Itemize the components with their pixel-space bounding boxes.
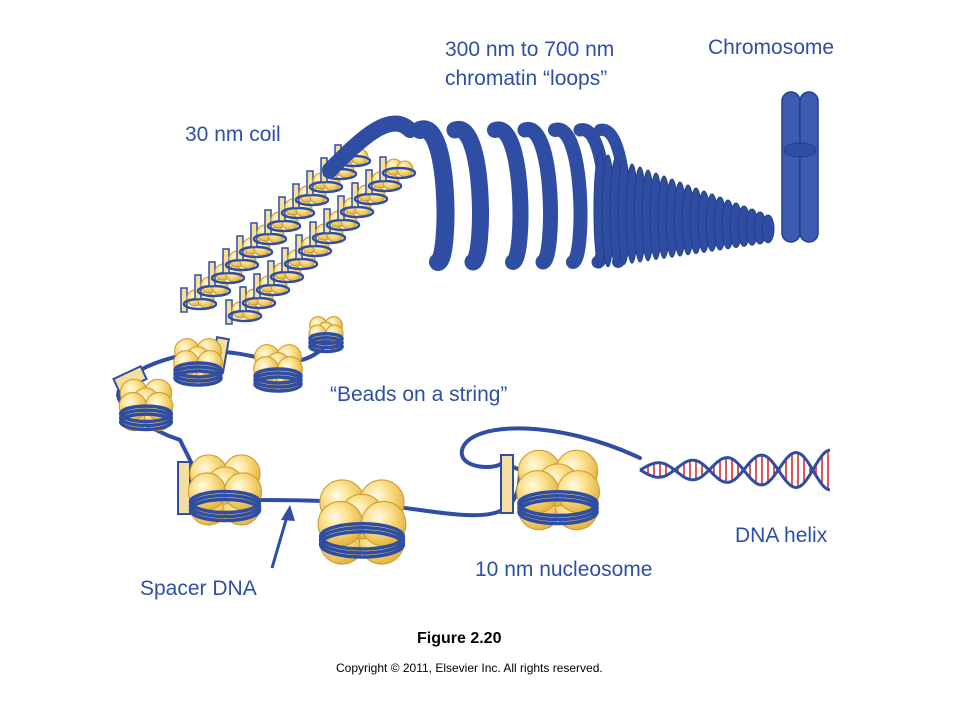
dna-wrap [318, 530, 406, 559]
nucleosome-medium [118, 378, 174, 432]
dna-wrap [118, 404, 174, 424]
chromatin-loop [517, 122, 558, 270]
chromatin-loop [411, 120, 455, 271]
coil-linker [250, 222, 258, 248]
nucleosome-medium [173, 338, 223, 387]
dna-wrap [173, 361, 223, 379]
coil-linker [379, 156, 387, 182]
nucleosome-large [317, 479, 407, 565]
arrow-shaft [270, 512, 290, 569]
loops-label-line1: 300 nm to 700 nm [445, 38, 615, 61]
loop-ring [761, 214, 775, 244]
nucleosome-label: 10 nm nucleosome [475, 558, 653, 581]
coil-linker [337, 195, 345, 221]
chromatid-left [781, 91, 801, 243]
dna-wrap [517, 497, 599, 526]
coil-linker [309, 221, 317, 247]
coil-linker [295, 234, 303, 260]
figure-caption: Figure 2.20 [417, 630, 502, 647]
coil-linker [236, 235, 244, 261]
centromere [783, 142, 817, 158]
linker-histone [177, 461, 191, 515]
coil-linker [292, 183, 300, 209]
dna-wrap [308, 331, 344, 346]
dna-wrap [253, 367, 303, 385]
dna-wrap [188, 497, 262, 523]
coil-linker [267, 260, 275, 286]
coil-label: 30 nm coil [185, 123, 281, 146]
chromosome-graphic [781, 91, 819, 243]
coil-wrap [381, 166, 417, 180]
coil-linker [208, 261, 216, 287]
dna-wrap [308, 335, 344, 350]
nucleosome-beads [112, 316, 600, 565]
dna-wrap [253, 371, 303, 389]
helix-strand-a [639, 448, 831, 490]
coil-30nm-region [180, 144, 417, 325]
spacer-arrow [270, 505, 295, 569]
chromatin-loop [487, 121, 529, 270]
nucleosome-large [187, 454, 263, 526]
coil-linker [264, 209, 272, 235]
coil-linker [323, 208, 331, 234]
dna-wrap [308, 339, 344, 354]
chromatin-loop [548, 122, 588, 269]
copyright-notice: Copyright © 2011, Elsevier Inc. All righ… [336, 661, 603, 675]
coil-linker [194, 274, 202, 300]
nucleosome-medium [253, 344, 303, 393]
dna-wrap [118, 412, 174, 432]
nucleosome-large [516, 449, 600, 531]
helix-strand-b [639, 450, 831, 492]
dna-helix-label: DNA helix [735, 524, 828, 547]
nucleosome-small [308, 316, 344, 354]
arrow-head [281, 505, 295, 521]
coil-linker [222, 248, 230, 274]
coil-linker [351, 182, 359, 208]
coil-linker [365, 169, 373, 195]
spacer-dna-label: Spacer DNA [140, 577, 257, 600]
coil-linker [239, 286, 247, 312]
linker-histone [500, 454, 514, 514]
dna-wrap [118, 408, 174, 428]
beads-on-string-label: “Beads on a string” [330, 383, 508, 406]
dna-wrap [173, 365, 223, 383]
dna-wrap [253, 375, 303, 393]
coil-linker [306, 170, 314, 196]
coil-linker [281, 247, 289, 273]
chromatin-loops-region [322, 115, 775, 271]
coil-linker [253, 273, 261, 299]
loops-label-line2: chromatin “loops” [445, 67, 608, 90]
coil-linker [278, 196, 286, 222]
dna-wrap [173, 369, 223, 387]
loop-entry [322, 115, 418, 178]
coil-linker [225, 299, 233, 325]
chromatin-loop [446, 121, 489, 271]
dna-helix-graphic [639, 448, 831, 492]
coil-linker [180, 287, 188, 313]
chromatid-right [799, 91, 819, 243]
chromosome-label: Chromosome [708, 36, 835, 59]
